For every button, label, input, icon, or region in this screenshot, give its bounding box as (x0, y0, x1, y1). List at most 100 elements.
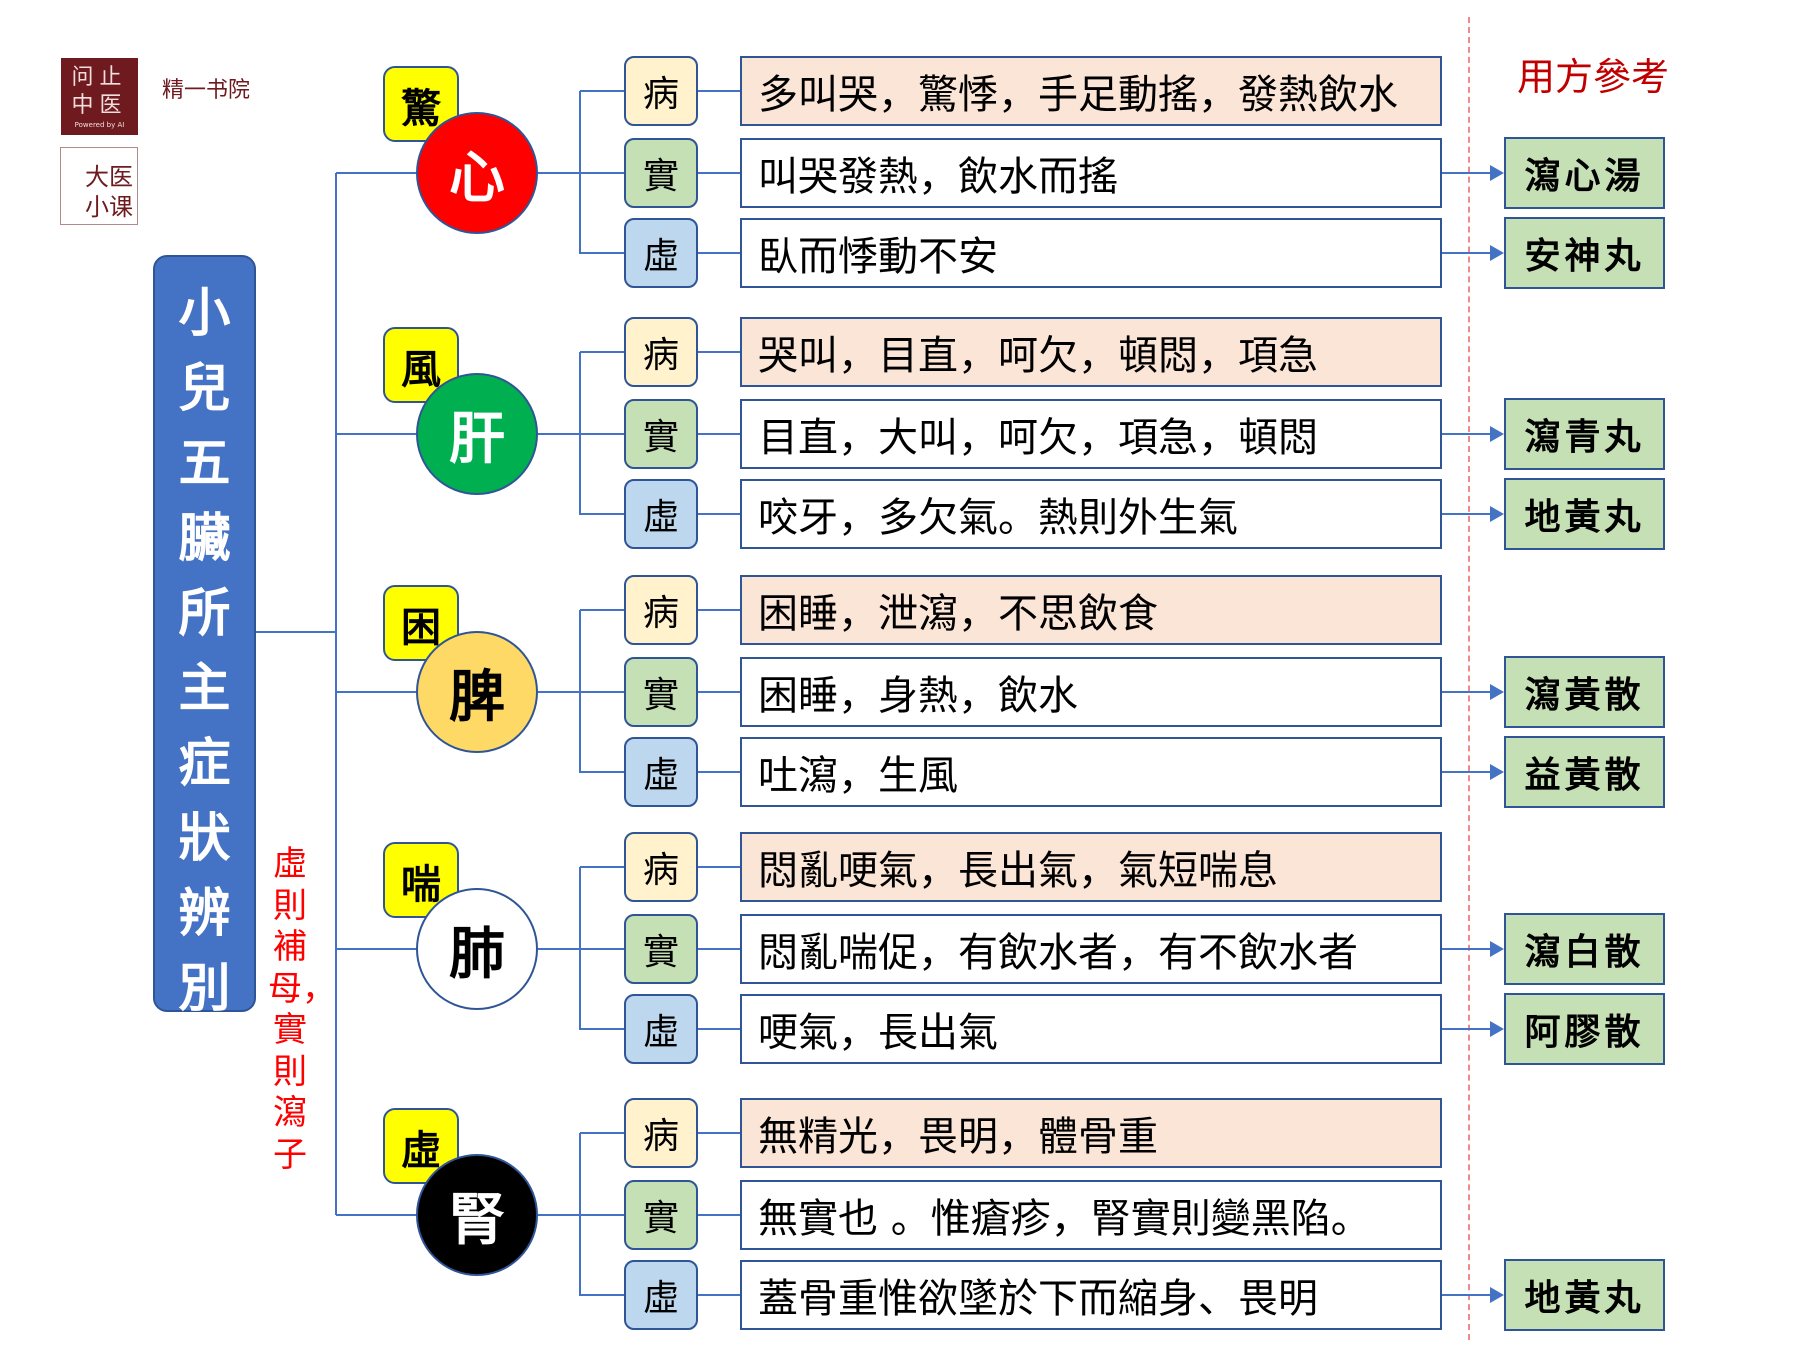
connector-line (336, 433, 417, 435)
arrow-icon (1490, 426, 1504, 442)
connector-line (698, 433, 740, 435)
connector-line (1442, 433, 1490, 435)
connector-line (1442, 252, 1490, 254)
arrow-icon (1490, 1287, 1504, 1303)
organ-circle: 肝 (416, 373, 538, 495)
title-char: 五 (178, 434, 231, 494)
symptom-text: 哽氣，長出氣 (740, 994, 1442, 1064)
ref-header: 用方參考 (1517, 55, 1670, 99)
symptom-text: 悶亂哽氣，長出氣，氣短喘息 (740, 832, 1442, 902)
prescription-box: 安神丸 (1504, 217, 1665, 289)
connector-line (538, 691, 580, 693)
row-label-xu: 虛 (624, 479, 698, 549)
row-label-xu: 虛 (624, 218, 698, 288)
row-label-bing: 病 (624, 575, 698, 645)
prescription-box: 阿膠散 (1504, 993, 1665, 1065)
connector-line (580, 609, 624, 611)
prescription-box: 瀉白散 (1504, 913, 1665, 985)
organ-circle: 脾 (416, 631, 538, 753)
symptom-text: 困睡，身熱，飲水 (740, 657, 1442, 727)
connector-line (336, 948, 417, 950)
connector-line (698, 351, 740, 353)
connector-line (580, 1028, 624, 1030)
connector-line (698, 172, 740, 174)
connector-line (538, 433, 580, 435)
connector-line (336, 1214, 417, 1216)
prescription-box: 益黃散 (1504, 736, 1665, 808)
symptom-text: 多叫哭，驚悸，手足動搖，發熱飲水 (740, 56, 1442, 126)
brand-text: 精一书院 (162, 78, 251, 103)
tag-box: 喘 (383, 842, 459, 918)
row-label-bing: 病 (624, 317, 698, 387)
title-char: 狀 (178, 809, 231, 869)
connector-line (698, 691, 740, 693)
connector-line (1442, 691, 1490, 693)
connector-line (580, 1294, 624, 1296)
connector-line (1442, 948, 1490, 950)
connector-line (580, 90, 624, 92)
connector-line (336, 691, 417, 693)
organ-circle: 心 (416, 112, 538, 234)
symptom-text: 目直，大叫，呵欠，項急，頓悶 (740, 399, 1442, 469)
symptom-text: 無實也 。惟瘡疹，腎實則變黑陷。 (740, 1180, 1442, 1250)
connector-line (698, 1132, 740, 1134)
connector-line (698, 1214, 740, 1216)
connector-line (538, 172, 580, 174)
connector-line (580, 351, 624, 353)
prescription-box: 地黃丸 (1504, 478, 1665, 550)
connector-line (698, 948, 740, 950)
symptom-text: 哭叫，目直，呵欠，頓悶，項急 (740, 317, 1442, 387)
arrow-icon (1490, 245, 1504, 261)
row-label-shi: 實 (624, 399, 698, 469)
connector-line (580, 172, 624, 174)
title-char: 臟 (178, 509, 231, 569)
title-char: 別 (178, 959, 231, 1019)
connector-line (698, 866, 740, 868)
diagram-title: 小兒五臟所主症狀辨別 (153, 255, 256, 1019)
row-label-shi: 實 (624, 914, 698, 984)
connector-line (698, 252, 740, 254)
connector-line (580, 866, 624, 868)
symptom-text: 叫哭發熱，飲水而搖 (740, 138, 1442, 208)
symptom-text: 吐瀉，生風 (740, 737, 1442, 807)
side-note: 虛則補母，實則瀉子 (268, 844, 336, 1175)
connector-line (1442, 1294, 1490, 1296)
connector-line (698, 609, 740, 611)
connector-line (580, 513, 624, 515)
arrow-icon (1490, 941, 1504, 957)
connector-line (698, 90, 740, 92)
connector-line (580, 433, 624, 435)
connector-line (698, 1294, 740, 1296)
row-label-shi: 實 (624, 657, 698, 727)
connector-line (538, 948, 580, 950)
title-char: 小 (178, 284, 231, 344)
connector-line (335, 173, 337, 1215)
prescription-box: 地黃丸 (1504, 1259, 1665, 1331)
connector-line (256, 631, 336, 633)
arrow-icon (1490, 506, 1504, 522)
divider-dashed (1468, 17, 1470, 1340)
title-char: 辨 (178, 884, 231, 944)
row-label-xu: 虛 (624, 737, 698, 807)
connector-line (580, 948, 624, 950)
row-label-shi: 實 (624, 138, 698, 208)
title-char: 症 (178, 734, 231, 794)
connector-line (580, 1214, 624, 1216)
connector-line (1442, 1028, 1490, 1030)
connector-line (1442, 513, 1490, 515)
arrow-icon (1490, 764, 1504, 780)
symptom-text: 無精光，畏明，體骨重 (740, 1098, 1442, 1168)
connector-line (580, 1132, 624, 1134)
connector-line (580, 252, 624, 254)
connector-line (698, 1028, 740, 1030)
prescription-box: 瀉青丸 (1504, 398, 1665, 470)
title-char: 所 (178, 584, 231, 644)
symptom-text: 困睡，泄瀉，不思飲食 (740, 575, 1442, 645)
organ-circle: 肺 (416, 888, 538, 1010)
symptom-text: 蓋骨重惟欲墜於下而縮身、畏明 (740, 1260, 1442, 1330)
connector-line (336, 172, 417, 174)
connector-line (1442, 172, 1490, 174)
row-label-shi: 實 (624, 1180, 698, 1250)
connector-line (580, 691, 624, 693)
row-label-bing: 病 (624, 56, 698, 126)
